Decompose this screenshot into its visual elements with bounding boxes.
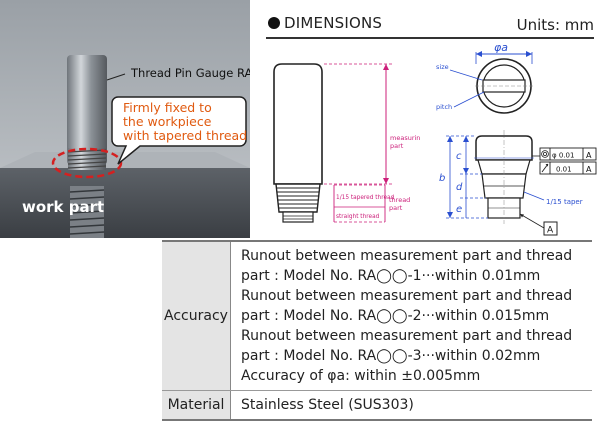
- accuracy-line-4: part : Model No. RA◯◯-2···within 0.015mm: [241, 308, 550, 324]
- gauge-label: Thread Pin Gauge RA: [130, 66, 250, 80]
- accuracy-row: Accuracy Runout between measurement part…: [162, 240, 592, 391]
- accuracy-line-5: Runout between measurement part and thre…: [241, 328, 573, 344]
- tolerance-1-ref: A: [586, 151, 592, 160]
- material-header: Material: [162, 390, 231, 421]
- tolerance-2-value: 0.01: [556, 166, 572, 174]
- work-block-front: [0, 168, 250, 238]
- accuracy-cell: Runout between measurement part and thre…: [230, 240, 592, 391]
- pin-gauge-side-drawing: measuring part 1/15 tapered thread strai…: [273, 63, 420, 223]
- work-block-top-face: [0, 152, 250, 168]
- datum-label: A: [547, 226, 554, 236]
- measuring-label-2: part: [390, 142, 404, 150]
- callout-box: [111, 96, 247, 165]
- taper-label: 1/15 taper: [546, 198, 583, 206]
- callout-line-3: with tapered thread: [123, 128, 247, 143]
- accuracy-line-1: Runout between measurement part and thre…: [241, 248, 573, 264]
- tolerance-frame-concentricity: φ 0.01 A: [539, 147, 597, 161]
- bullet-dot-icon: [268, 17, 280, 29]
- datum-box: [543, 221, 558, 236]
- accuracy-line-2: part : Model No. RA◯◯-1···within 0.01mm: [241, 268, 541, 284]
- dimensions-heading: DIMENSIONS: [268, 14, 382, 32]
- units-label: Units: mm: [516, 16, 594, 34]
- concentricity-icon: [541, 150, 549, 158]
- dimension-c-label: c: [456, 151, 462, 162]
- callout-line-2: the workpiece: [123, 114, 212, 129]
- dimension-e-label: e: [456, 204, 462, 215]
- material-value: Stainless Steel (SUS303): [230, 390, 592, 421]
- accuracy-header: Accuracy: [162, 240, 231, 391]
- diameter-label: φa: [494, 41, 508, 54]
- accuracy-line-7: Accuracy of φa: within ±0.005mm: [241, 368, 481, 384]
- callout-line-1: Firmly fixed to: [123, 100, 212, 115]
- pitch-label: pitch: [436, 103, 452, 111]
- gauge-thread-outline: [275, 183, 321, 223]
- dimension-d-label: d: [456, 182, 463, 193]
- accuracy-line-6: part : Model No. RA◯◯-3···within 0.02mm: [241, 348, 541, 364]
- dimension-b-label: b: [439, 173, 445, 184]
- work-part-label: work part: [22, 198, 104, 216]
- measuring-label-1: measuring: [390, 134, 420, 142]
- gauge-body-outline: [273, 63, 323, 185]
- gauge-side-view: [474, 130, 534, 224]
- material-row: Material Stainless Steel (SUS303): [162, 390, 592, 421]
- dimensions-title: DIMENSIONS: [284, 14, 383, 32]
- gauge-label-leader: [106, 73, 126, 81]
- straight-thread-label: straight thread: [336, 214, 380, 220]
- product-photo: Thread Pin Gauge RA Firmly fixed to the …: [0, 0, 250, 238]
- pin-gauge-body: [67, 55, 107, 165]
- thread-label-2: part: [389, 204, 403, 212]
- fixing-highlight-ring: [51, 147, 123, 179]
- tolerance-1-value: φ 0.01: [552, 152, 574, 160]
- thread-in-part: [69, 186, 105, 238]
- length-dimensions: [446, 135, 488, 219]
- tapered-thread-label: 1/15 tapered thread: [336, 195, 395, 201]
- gauge-end-view: [475, 58, 533, 114]
- pin-gauge-thread: [67, 148, 107, 170]
- thread-label-1: thread: [389, 196, 410, 204]
- spec-table: Accuracy Runout between measurement part…: [162, 240, 592, 421]
- tolerance-2-ref: A: [586, 165, 592, 174]
- tolerance-frame-runout: 0.01 A: [539, 161, 597, 175]
- heading-rule: [266, 37, 594, 39]
- size-label: size: [436, 63, 449, 71]
- accuracy-line-3: Runout between measurement part and thre…: [241, 288, 573, 304]
- pin-gauge-technical-drawing: φa size pitch b c d e: [436, 41, 597, 236]
